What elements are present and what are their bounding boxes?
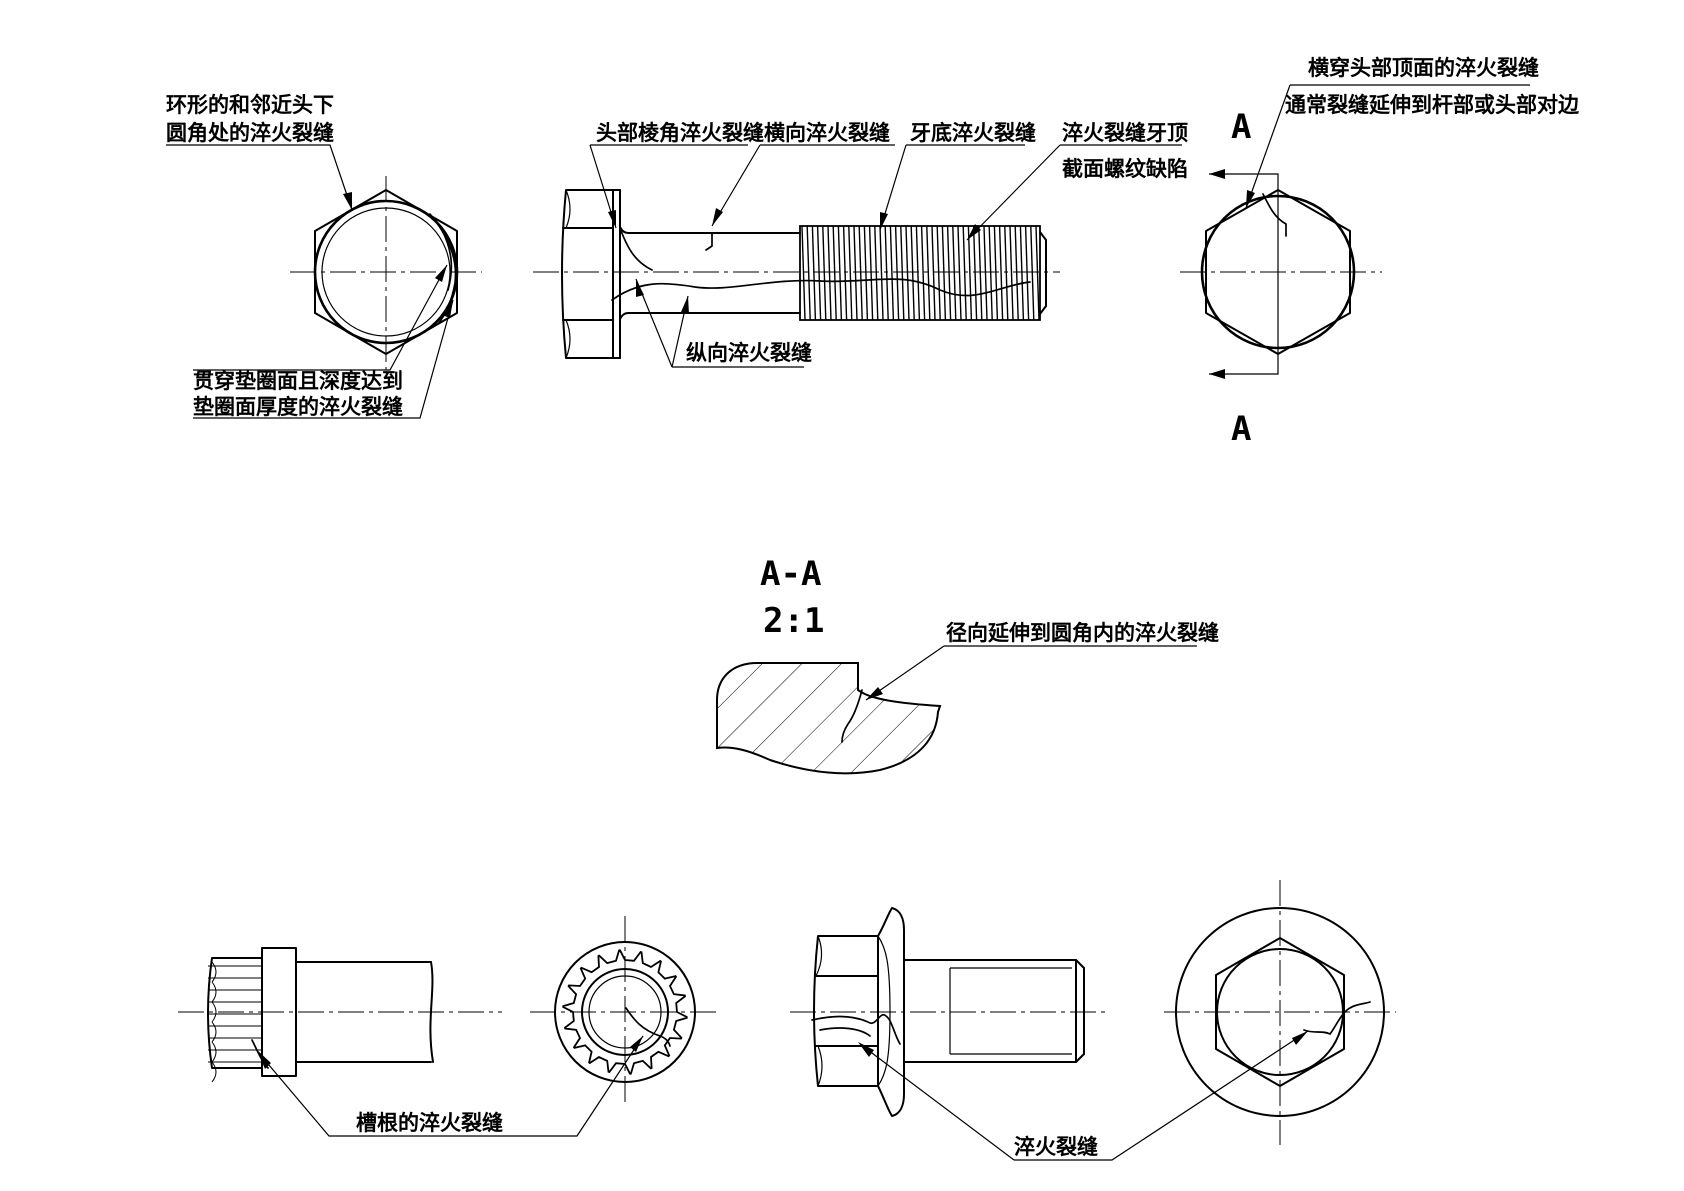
spline-end-teeth	[562, 949, 688, 1075]
label-radial-fillet-crack: 径向延伸到圆角内的淬火裂缝	[946, 621, 1219, 645]
thread-line	[1030, 225, 1035, 321]
thread-line	[993, 225, 999, 321]
label-thread-crest-2: 截面螺纹缺陷	[1062, 157, 1188, 181]
thread-line	[848, 225, 853, 321]
spline-tooth-arc	[211, 1061, 217, 1083]
spline-serration	[562, 949, 688, 1075]
thread-line	[946, 225, 952, 321]
spline-tooth-arc	[211, 981, 217, 1003]
spline-head-end-view	[494, 916, 716, 1137]
thread-line	[868, 225, 874, 321]
label-spline-root-crack: 槽根的淬火裂缝	[356, 1111, 503, 1135]
thread-line	[816, 225, 822, 321]
section-a-a-detail: A-A 2:1	[716, 554, 1197, 775]
thread-line	[853, 225, 858, 321]
thread-line	[983, 225, 988, 321]
thread-line	[1019, 225, 1025, 321]
thread-line	[972, 225, 978, 321]
thread-line	[962, 225, 967, 321]
label-thread-root-crack: 牙底淬火裂缝	[910, 121, 1036, 145]
thread-line	[863, 225, 869, 321]
thread-line	[889, 225, 895, 321]
thread-line	[920, 225, 926, 321]
thread-line	[967, 225, 973, 321]
flange-bolt-side-view	[790, 907, 1110, 1161]
label-longitudinal-crack: 纵向淬火裂缝	[686, 341, 812, 365]
label-washer-crack-1: 贯穿垫圈面且深度达到	[193, 369, 403, 393]
thread-line	[842, 225, 848, 321]
thread-line	[900, 225, 905, 321]
spline-tooth-arc	[211, 961, 217, 983]
spline-tooth-arc	[211, 1021, 217, 1043]
thread-line	[926, 225, 931, 321]
thread-line	[1014, 225, 1019, 321]
thread-lines	[801, 225, 1040, 321]
thread-line	[811, 225, 817, 321]
label-thread-crest-1: 淬火裂缝牙顶	[1062, 121, 1188, 145]
label-ring-crack-2: 圆角处的淬火裂缝	[166, 121, 334, 145]
thread-line	[884, 225, 889, 321]
label-washer-crack-2: 垫圈面厚度的淬火裂缝	[193, 395, 403, 419]
thread-line	[952, 225, 957, 321]
thread-line	[858, 225, 863, 321]
thread-line	[988, 225, 993, 321]
spline-tooth-arc	[211, 1001, 217, 1023]
thread-line	[894, 225, 900, 321]
thread-block	[799, 225, 1041, 321]
thread-line	[1024, 225, 1030, 321]
thread-line	[822, 225, 827, 321]
label-transverse-crack: 横向淬火裂缝	[764, 121, 890, 145]
section-title: A-A	[760, 554, 821, 594]
thread-line	[1035, 225, 1040, 321]
label-head-top-crack-2: 通常裂缝延伸到杆部或头部对边	[1285, 93, 1580, 117]
thread-line	[978, 225, 983, 321]
section-letter-bottom: A	[1231, 409, 1251, 449]
thread-line	[998, 225, 1004, 321]
flange-head-end-view	[1014, 880, 1396, 1161]
thread-line	[936, 225, 941, 321]
thread-line	[905, 225, 910, 321]
thread-line	[874, 225, 879, 321]
thread-line	[879, 225, 884, 321]
section-scale: 2:1	[763, 601, 824, 641]
thread-line	[931, 225, 936, 321]
spline-tooth-arc	[211, 1041, 217, 1063]
thread-line	[832, 225, 837, 321]
thread-line	[957, 225, 962, 321]
thread-line	[910, 225, 915, 321]
thread-line	[1004, 225, 1009, 321]
hex-bolt-side-view	[533, 144, 1182, 368]
thread-line	[806, 225, 811, 321]
thread-line	[915, 225, 921, 321]
section-letter-top: A	[1231, 107, 1251, 147]
thread-line	[827, 225, 832, 321]
hex-top-view-with-section-marks: A A	[1180, 84, 1530, 449]
label-head-corner-crack: 头部棱角淬火裂缝	[596, 121, 764, 145]
label-quench-crack: 淬火裂缝	[1014, 1135, 1098, 1159]
spline-teeth-lines	[208, 961, 262, 1083]
thread-line	[837, 225, 843, 321]
label-ring-crack-1: 环形的和邻近头下	[166, 93, 334, 117]
spline-bolt-side-view	[178, 947, 502, 1137]
callout-labels: 环形的和邻近头下 圆角处的淬火裂缝 贯穿垫圈面且深度达到 垫圈面厚度的淬火裂缝 …	[166, 56, 1580, 1159]
label-head-top-crack-1: 横穿头部顶面的淬火裂缝	[1308, 56, 1539, 80]
thread-line	[1009, 225, 1014, 321]
thread-line	[801, 225, 806, 321]
thread-line	[941, 225, 947, 321]
hex-head-end-view	[166, 144, 482, 419]
